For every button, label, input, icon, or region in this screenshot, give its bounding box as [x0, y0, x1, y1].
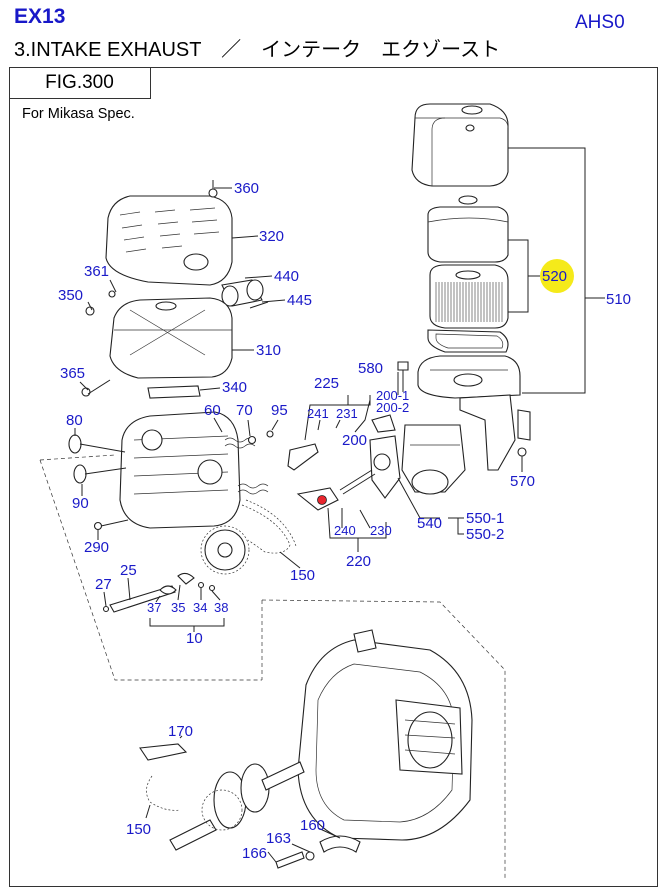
label-231[interactable]: 231	[336, 406, 358, 421]
governor-link	[139, 743, 188, 811]
label-230[interactable]: 230	[370, 523, 392, 538]
camshaft	[109, 585, 176, 613]
label-361[interactable]: 361	[84, 263, 109, 280]
dashed-group-outline	[39, 454, 506, 880]
cap-95	[266, 430, 274, 438]
bolt-361	[108, 290, 116, 298]
label-70[interactable]: 70	[236, 402, 253, 419]
bolt-290	[93, 519, 129, 531]
label-240[interactable]: 240	[334, 523, 356, 538]
label-200[interactable]: 200	[342, 432, 367, 449]
figure-label: FIG.300	[9, 67, 151, 99]
label-95[interactable]: 95	[271, 402, 288, 419]
label-166[interactable]: 166	[242, 845, 267, 862]
part-number-labels[interactable]: 360 320 361 440 350 445 310 365 340 80 6…	[58, 180, 631, 862]
leader-lines	[74, 147, 605, 863]
label-60[interactable]: 60	[204, 402, 221, 419]
label-163[interactable]: 163	[266, 830, 291, 847]
bolt-580	[397, 361, 409, 392]
label-320[interactable]: 320	[259, 228, 284, 245]
label-520[interactable]: 520	[542, 268, 567, 285]
label-340[interactable]: 340	[222, 379, 247, 396]
crankcase	[297, 629, 473, 841]
label-225[interactable]: 225	[314, 375, 339, 392]
valve-80	[68, 434, 126, 454]
seal-70	[247, 435, 257, 445]
label-220[interactable]: 220	[346, 553, 371, 570]
label-38[interactable]: 38	[214, 600, 228, 615]
model-code: EX13	[14, 5, 66, 28]
page-code: AHS0	[575, 12, 625, 33]
valve-90	[73, 464, 127, 484]
muffler	[109, 297, 233, 379]
crank-washer	[319, 835, 361, 853]
cylinder-head	[119, 411, 241, 529]
washer-163	[305, 851, 315, 861]
push-rod	[339, 469, 376, 495]
label-570[interactable]: 570	[510, 473, 535, 490]
muffler-cover	[105, 180, 233, 286]
label-27[interactable]: 27	[95, 576, 112, 593]
label-550-2[interactable]: 550-2	[466, 526, 504, 543]
label-440[interactable]: 440	[274, 268, 299, 285]
spec-note: For Mikasa Spec.	[22, 106, 135, 122]
air-cleaner-base	[417, 355, 531, 471]
label-445[interactable]: 445	[287, 292, 312, 309]
highlight-marker	[540, 259, 574, 293]
label-540[interactable]: 540	[417, 515, 442, 532]
air-cleaner-gasket	[427, 329, 509, 353]
label-550-1[interactable]: 550-1	[466, 510, 504, 527]
bolt-166	[275, 851, 305, 869]
label-90[interactable]: 90	[72, 495, 89, 512]
valve-lifter-parts	[102, 572, 216, 613]
bolt-445	[249, 301, 269, 309]
label-360[interactable]: 360	[234, 180, 259, 197]
label-170[interactable]: 170	[168, 723, 193, 740]
label-160[interactable]: 160	[300, 817, 325, 834]
air-filter-element	[429, 264, 509, 329]
diagram-frame	[9, 67, 658, 887]
air-cleaner-cover	[411, 103, 509, 187]
label-200-2[interactable]: 200-2	[376, 400, 409, 415]
label-80[interactable]: 80	[66, 412, 83, 429]
label-150-belt[interactable]: 150	[290, 567, 315, 584]
valve-spring-lower	[237, 483, 269, 495]
label-35[interactable]: 35	[171, 600, 185, 615]
timing-belt	[241, 499, 297, 554]
label-241[interactable]: 241	[307, 406, 329, 421]
label-200-1[interactable]: 200-1	[376, 388, 409, 403]
carburetor	[369, 414, 466, 499]
exhaust-gasket	[147, 385, 201, 399]
label-350[interactable]: 350	[58, 287, 83, 304]
cam-gear	[200, 525, 250, 575]
crankshaft	[169, 761, 305, 851]
rocker-arm	[287, 443, 339, 511]
label-34[interactable]: 34	[193, 600, 207, 615]
label-365[interactable]: 365	[60, 365, 85, 382]
label-290[interactable]: 290	[84, 539, 109, 556]
label-25[interactable]: 25	[120, 562, 137, 579]
label-310[interactable]: 310	[256, 342, 281, 359]
label-580[interactable]: 580	[358, 360, 383, 377]
air-filter-foam	[427, 195, 509, 263]
spark-arrester	[221, 279, 264, 307]
nut-350	[85, 306, 95, 316]
label-37[interactable]: 37	[147, 600, 161, 615]
section-title: 3.INTAKE EXHAUST ／ インテーク エクゾースト	[14, 39, 501, 61]
label-10[interactable]: 10	[186, 630, 203, 647]
label-150-chain[interactable]: 150	[126, 821, 151, 838]
label-510[interactable]: 510	[606, 291, 631, 308]
nut-570	[517, 447, 527, 457]
